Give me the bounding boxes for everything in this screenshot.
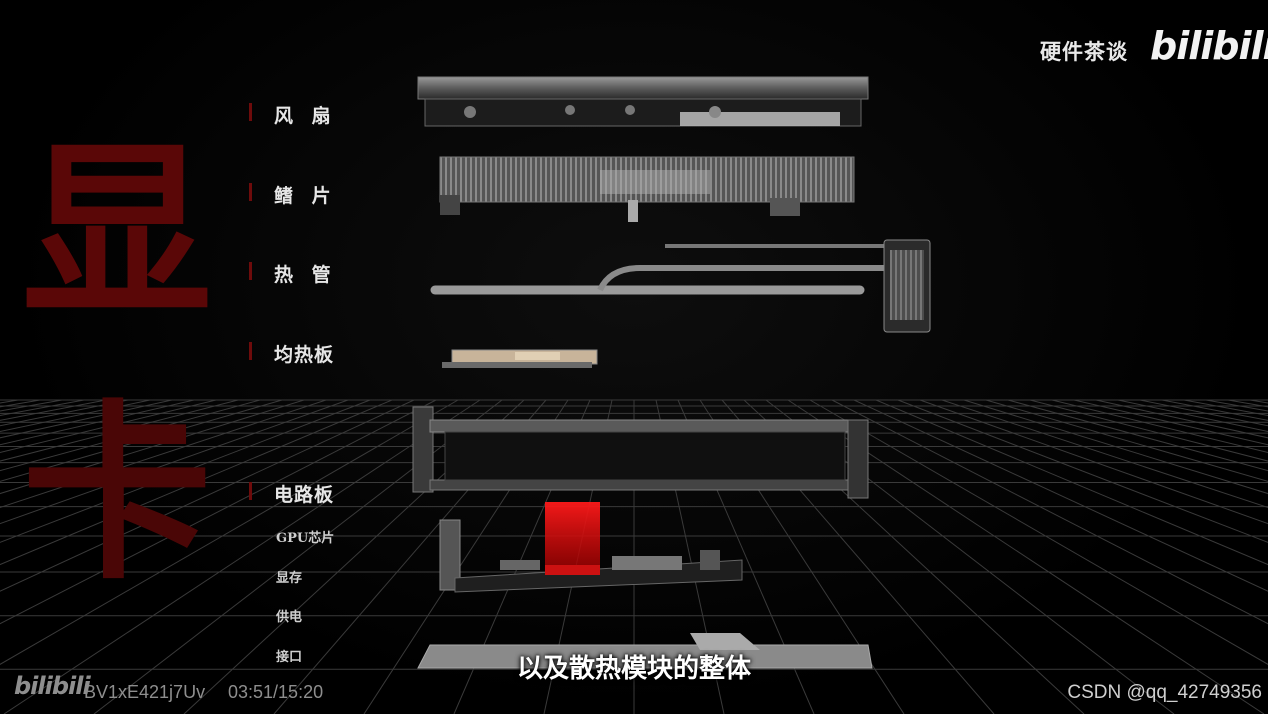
grid-line [941,399,1268,509]
grid-line [0,399,327,509]
grid-line [0,399,459,665]
label-vram: 显存 [276,571,303,586]
channel-name: 硬件茶谈 [1040,40,1128,64]
circuit-board-part [439,519,743,593]
grid-line [93,399,503,714]
grid-line [853,399,1268,592]
grid-line [897,399,1268,543]
heat-pipes-part [430,239,931,333]
pcb-frame-part [412,406,869,499]
heatsink-fins-part [439,156,855,222]
label-accent-bar [249,482,252,500]
background-title-char-1: 显 [22,122,213,343]
label-accent-bar [249,342,252,360]
grid-line [0,399,415,592]
label-fan: 风 扇 [274,105,337,127]
label-interface: 接口 [276,650,303,665]
label-vapor-chamber: 均热板 [274,344,335,366]
grid-line [963,399,1268,495]
bilibili-logo: bilibili [1150,24,1268,68]
grid-line [831,399,1268,625]
grid-line [1007,399,1268,472]
video-subtitle: 以及散热模块的整体 [516,654,751,684]
label-gpu-chip: GPU芯片 [276,531,335,546]
grid-line [0,399,217,454]
gpu-chip-highlight [545,502,600,572]
video-id: BV1xE421j7Uv [84,682,206,702]
label-heat-pipes: 热 管 [274,264,337,286]
grid-line [0,399,239,462]
grid-line [1051,399,1268,454]
grid-line [875,399,1268,566]
grid-line [919,399,1268,525]
fan-shroud-part [417,76,869,127]
label-fins: 鳍 片 [274,185,337,207]
label-circuit-board: 电路板 [274,484,335,506]
grid-line [1029,399,1268,462]
csdn-watermark: CSDN @qq_42749356 [1067,682,1262,703]
label-accent-bar [249,103,252,121]
grid-line [0,399,261,472]
bilibili-logo-small: bilibili [14,672,91,700]
grid-line [0,399,437,625]
background-title-char-2: 卡 [22,384,213,605]
grid-line [0,399,305,495]
video-timecode: 03:51/15:20 [228,682,324,702]
grid-line [0,399,349,525]
label-accent-bar [249,183,252,201]
grid-line [0,399,283,482]
label-accent-bar [249,262,252,280]
grid-line [985,399,1268,482]
grid-line [0,399,371,543]
label-power-delivery: 供电 [276,610,303,625]
grid-line [0,399,393,566]
grid-line [3,399,481,714]
backplate-part [417,633,873,669]
grid-line [809,399,1268,665]
vapor-chamber-part [442,349,598,368]
